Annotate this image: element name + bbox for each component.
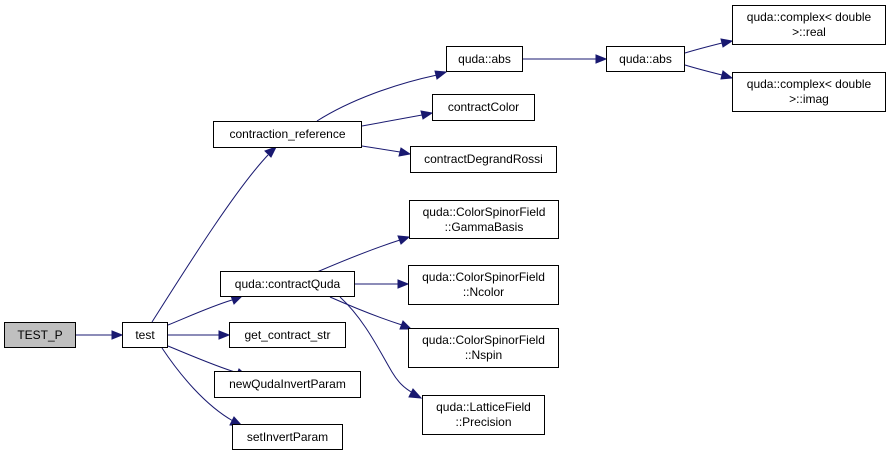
node-newqudainvertparam[interactable]: newQudaInvertParam [214,371,361,398]
arrowhead [420,110,434,120]
node-label-line-1: quda::ColorSpinorField [422,204,546,219]
arrowhead [399,320,413,330]
arrowhead [408,388,423,399]
arrowhead [397,279,410,289]
edge-contraction-reference-to-contractdegrandrossi [361,145,401,153]
edge-test-to-contractquda [167,299,233,326]
edge-contractquda-to-gammabasis [316,239,401,273]
node-label-line-1: quda::complex< double [746,10,872,24]
arrowhead [230,295,244,305]
arrowhead [720,70,734,80]
node-nspin[interactable]: quda::ColorSpinorField ::Nspin [408,328,559,368]
edge-test-to-contraction-reference [151,154,269,323]
node-label-line-2: >::imag [789,92,829,106]
arrowhead [264,146,278,158]
edge-test-to-newqudainvertparam [167,345,239,374]
node-abs-second[interactable]: quda::abs [606,46,685,72]
node-label: contractDegrandRossi [424,152,543,166]
arrowhead [218,330,231,340]
arrowhead [398,147,412,157]
edge-abs-to-imag [684,64,723,76]
node-complex-real[interactable]: quda::complex< double >::real [732,5,886,45]
node-label-line-2: ::GammaBasis [444,219,524,234]
node-label: quda::abs [619,51,672,66]
node-label-line-2: ::Precision [455,415,512,429]
node-gammabasis[interactable]: quda::ColorSpinorField ::GammaBasis [409,200,559,239]
node-label: newQudaInvertParam [229,377,346,391]
arrowhead [111,330,124,340]
node-label: contractColor [447,100,520,114]
node-label-line-1: quda::ColorSpinorField [422,270,545,284]
node-abs-first[interactable]: quda::abs [446,46,523,72]
node-label: TEST_P [17,327,63,342]
arrowhead [595,54,608,64]
node-label: setInvertParam [246,429,329,444]
node-label-line-1: quda::complex< double [746,77,872,91]
arrowhead [397,235,411,245]
node-label-line-1: quda::LatticeField [436,400,531,414]
edge-contractquda-to-nspin [329,296,403,326]
node-setinvertparam[interactable]: setInvertParam [232,424,343,450]
arrowhead [720,38,734,48]
node-complex-imag[interactable]: quda::complex< double >::imag [732,72,886,112]
node-label-line-2: ::Ncolor [462,285,505,299]
edge-test-to-setinvertparam [161,347,234,422]
node-test-p: TEST_P [4,322,76,348]
node-label: quda::abs [458,51,511,66]
node-label-line-1: quda::ColorSpinorField [422,333,545,347]
node-contractquda[interactable]: quda::contractQuda [220,271,355,297]
node-label: test [135,327,155,342]
node-contractdegrandrossi[interactable]: contractDegrandRossi [410,146,557,173]
node-label-line-2: >::real [792,25,826,39]
arrowhead [434,70,448,80]
node-label: get_contract_str [244,327,331,342]
node-contractcolor[interactable]: contractColor [432,94,535,121]
node-label-line-2: ::Nspin [464,348,503,362]
node-ncolor[interactable]: quda::ColorSpinorField ::Ncolor [408,265,559,305]
node-label: quda::contractQuda [234,276,341,291]
edge-contraction-reference-to-contractcolor [361,114,423,127]
node-test[interactable]: test [122,322,168,348]
edge-contractquda-to-precision [339,296,414,394]
edge-abs-to-real [684,42,723,54]
node-precision[interactable]: quda::LatticeField ::Precision [422,395,545,435]
node-get-contract-str[interactable]: get_contract_str [229,322,346,348]
node-label: contraction_reference [229,127,346,141]
edge-contraction-reference-to-abs [316,74,438,122]
node-contraction-reference[interactable]: contraction_reference [213,121,362,148]
